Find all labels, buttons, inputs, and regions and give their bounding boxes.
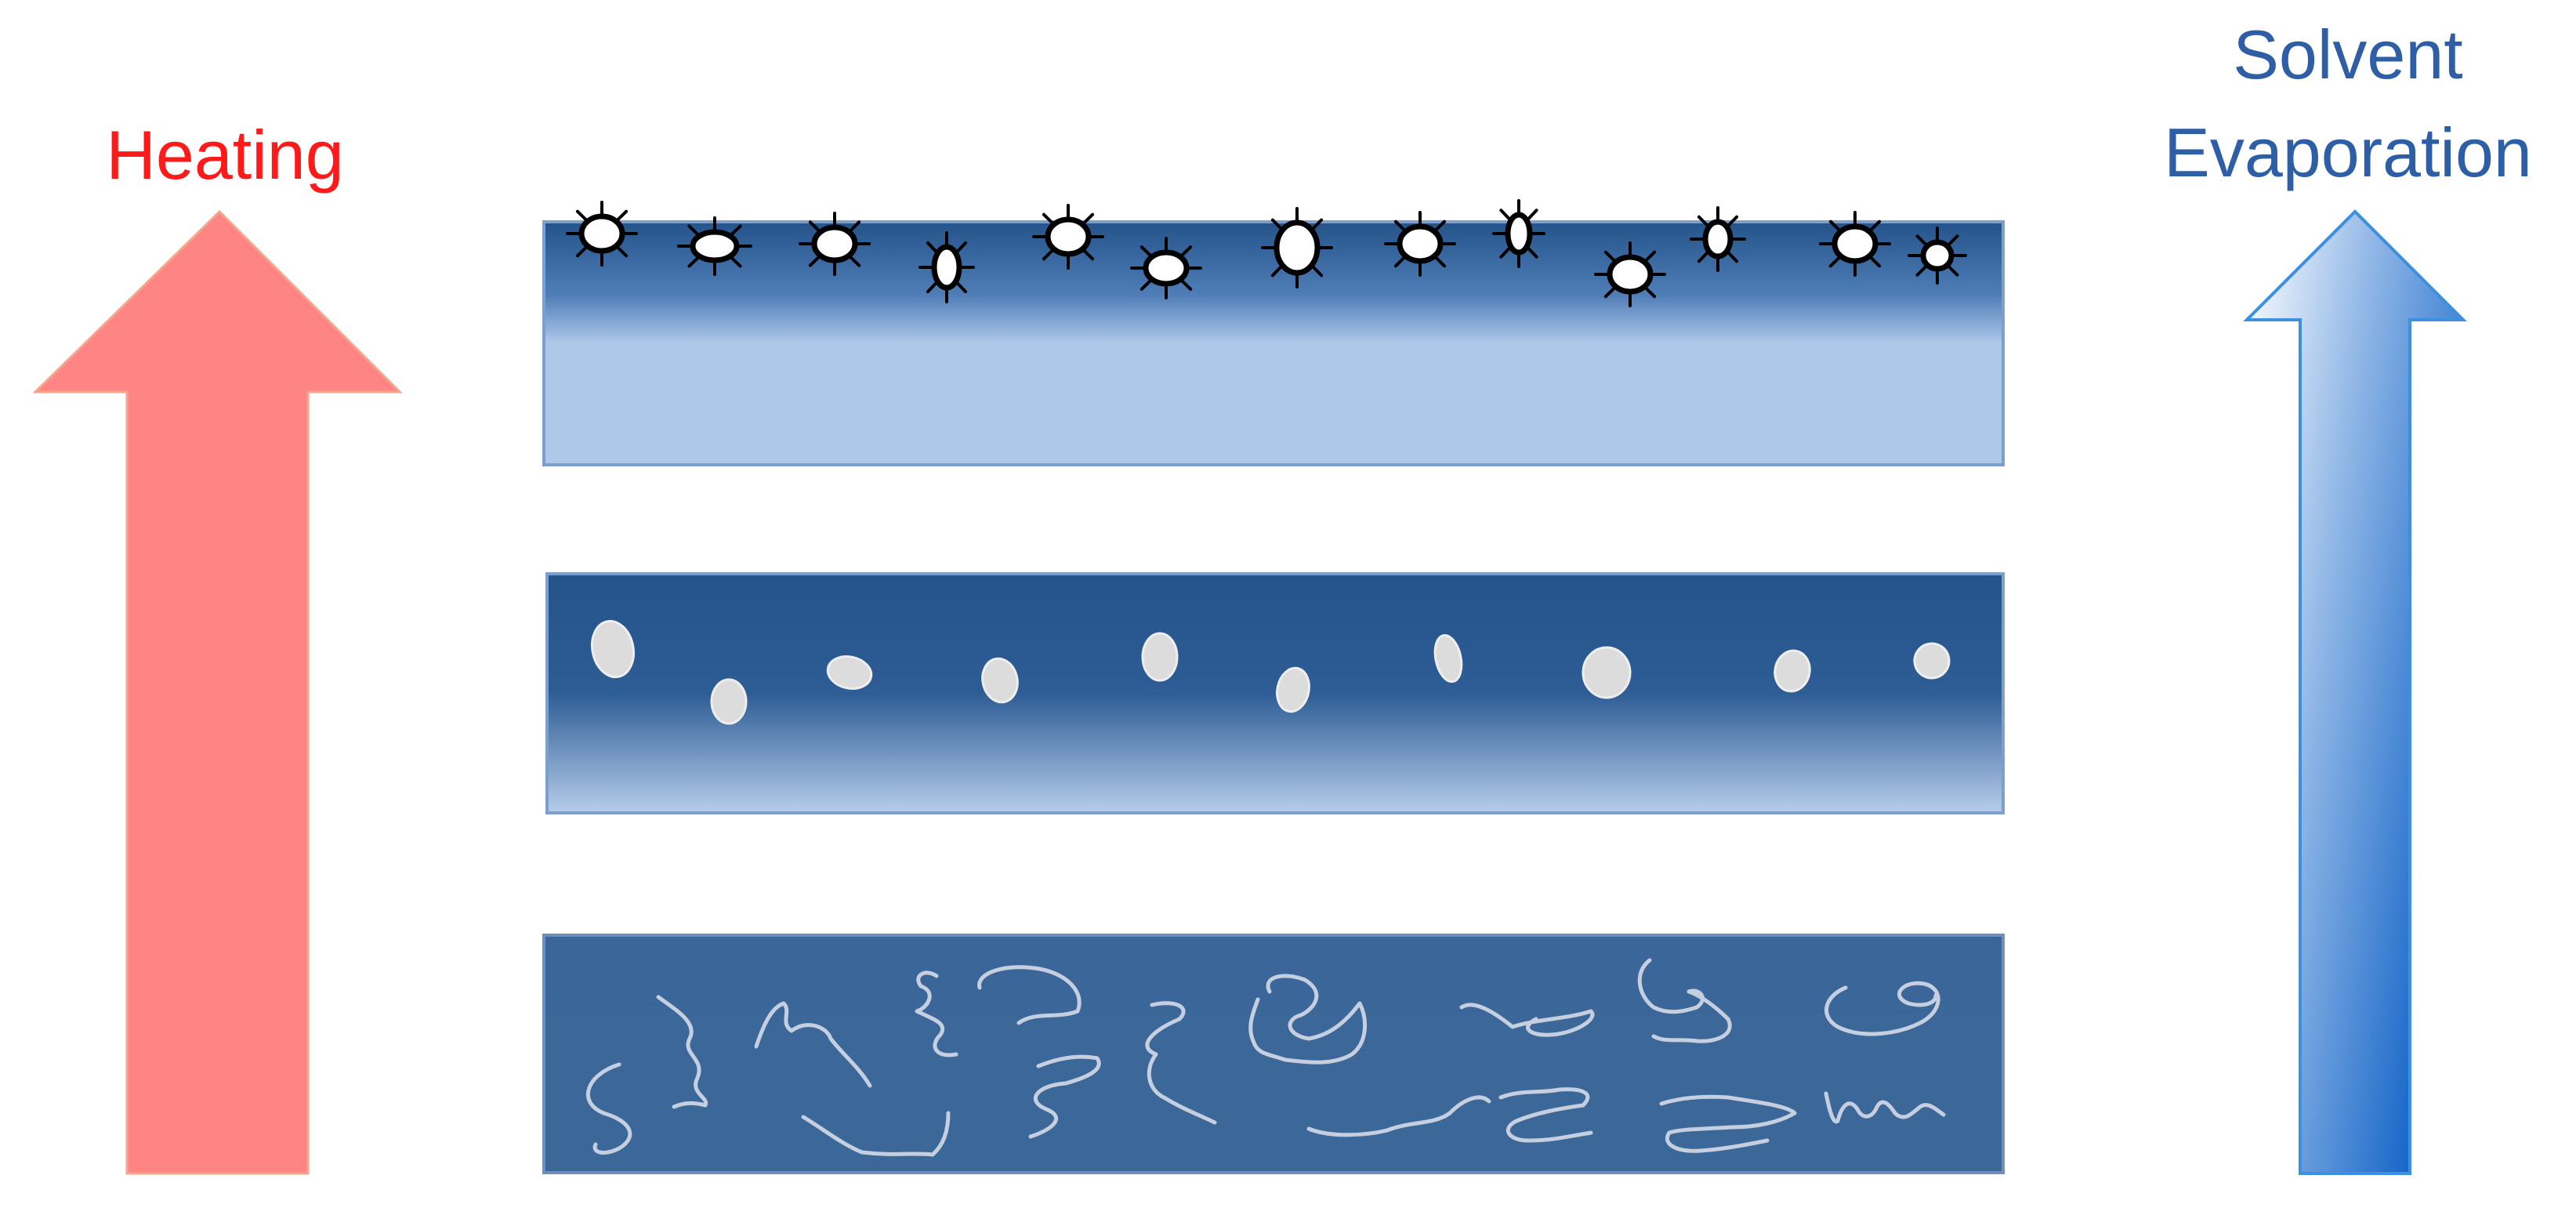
solvent-label-line2: Evaporation: [2164, 114, 2532, 191]
spiky-sun-particle-icon: [1594, 241, 1666, 307]
middle-layer-granules: [590, 619, 1951, 725]
polymer-chain-icon: [1459, 1003, 1595, 1037]
top-layer-particles: [566, 199, 1967, 307]
heating-arrow: [32, 209, 403, 1175]
spiky-sun-particle-icon: [1032, 204, 1104, 270]
polymer-chain-icon: [915, 970, 958, 1057]
polymer-chain-icon: [754, 1001, 872, 1088]
bottom-layer-band: [542, 934, 2005, 1174]
top-layer-band: [542, 220, 2005, 466]
spiky-sun-particle-icon: [677, 216, 752, 276]
heating-label: Heating: [106, 116, 343, 194]
polymer-chain-icon: [801, 1111, 951, 1157]
granule-icon: [826, 655, 873, 690]
polymer-chain-icon: [1248, 974, 1368, 1064]
solvent-evaporation-arrow: [2243, 209, 2467, 1175]
spiky-sun-particle-icon: [799, 212, 871, 276]
spiky-sun-particle-icon: [1908, 227, 1967, 285]
spiky-sun-particle-icon: [1690, 206, 1746, 272]
granule-icon: [981, 657, 1019, 704]
bottom-layer-polymer-chains: [585, 958, 1946, 1157]
polymer-chain-icon: [1028, 1054, 1101, 1139]
polymer-chain-icon: [1659, 1094, 1797, 1153]
granule-icon: [710, 678, 748, 725]
polymer-chain-icon: [1145, 1001, 1217, 1125]
polymer-chain-icon: [585, 1062, 632, 1155]
spiky-sun-particle-icon: [1384, 211, 1456, 277]
spiky-sun-particle-icon: [918, 231, 975, 303]
spiky-sun-particle-icon: [1492, 199, 1545, 268]
granule-icon: [1433, 633, 1463, 684]
granule-icon: [1773, 649, 1811, 693]
polymer-chain-icon: [656, 995, 708, 1109]
granule-icon: [1276, 666, 1310, 713]
polymer-chain-icon: [1637, 958, 1705, 1014]
polymer-chain-icon: [1498, 1087, 1593, 1143]
solvent-label-line1: Solvent: [2233, 16, 2463, 93]
spiky-sun-particle-icon: [566, 201, 638, 267]
polymer-chain-icon: [1824, 1091, 1946, 1124]
granule-icon: [1913, 642, 1951, 680]
polymer-chain-icon: [1651, 989, 1732, 1043]
granule-icon: [1141, 632, 1179, 682]
granule-icon: [590, 619, 636, 679]
middle-layer-band: [545, 572, 2005, 814]
granule-icon: [1581, 646, 1632, 699]
polymer-chain-icon: [977, 965, 1081, 1025]
polymer-chain-icon: [1824, 981, 1940, 1036]
polymer-chain-icon: [1306, 1095, 1491, 1137]
spiky-sun-particle-icon: [1819, 211, 1891, 277]
spiky-sun-particle-icon: [1130, 237, 1202, 299]
spiky-sun-particle-icon: [1261, 207, 1333, 288]
